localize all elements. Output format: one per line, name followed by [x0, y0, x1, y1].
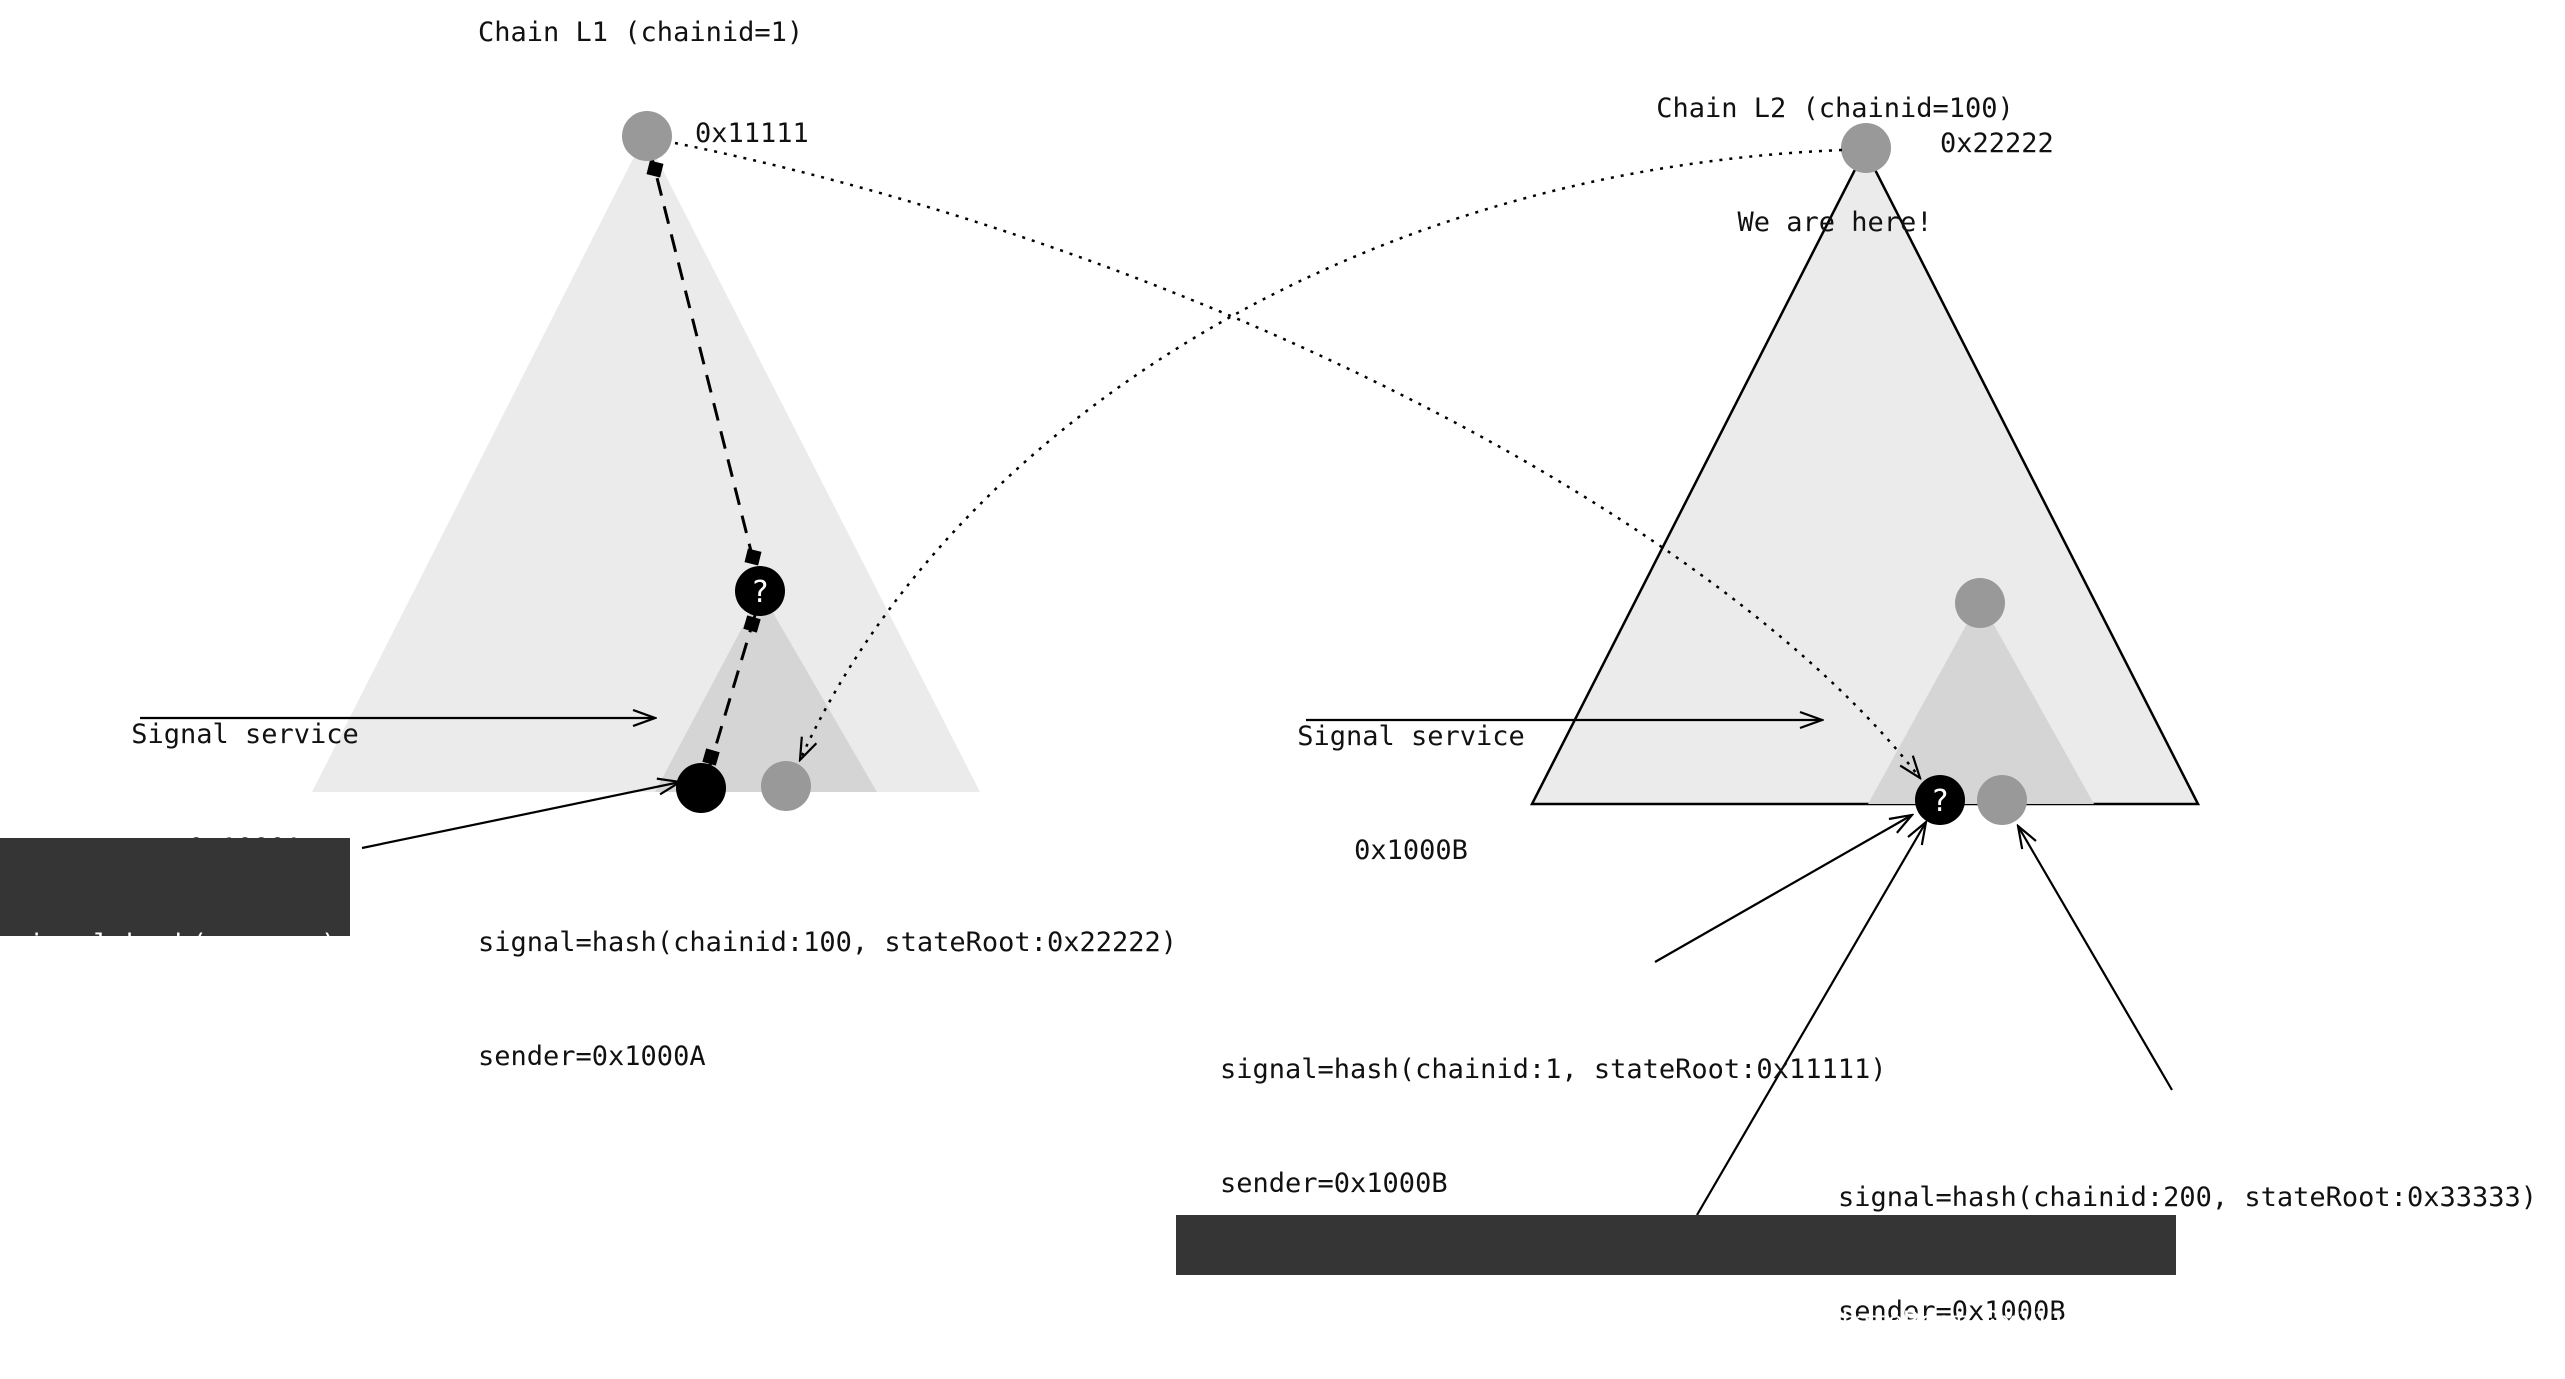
l2-signal-a-label: signal=hash(chainid:1, stateRoot:0x11111…: [1220, 975, 1886, 1241]
l2-subtree-root-node: [1955, 578, 2005, 628]
sync-curve-l1-to-l2: [674, 141, 1920, 778]
l2-signal-service-address: 0x1000B: [1354, 835, 1468, 866]
l1-proof-marker: [646, 160, 664, 178]
l2-signal-a-line2: sender=0x1000B: [1220, 1168, 1448, 1199]
l2-signal-subtree: [1868, 600, 2094, 804]
l2-root-label: 0x22222: [1940, 128, 2054, 159]
l2-query-box: isMessageSent(0x1000B, hash(chainid:1, s…: [1176, 1215, 2176, 1337]
l1-proof-path: [648, 149, 757, 568]
l2-signal-b-line1: signal=hash(chainid:200, stateRoot:0x333…: [1838, 1182, 2537, 1213]
l2-root-node: [1841, 123, 1891, 173]
l1-signal-service-name: Signal service: [131, 719, 359, 750]
l2-signal-a-arrow: [1654, 815, 1912, 963]
l1-root-node: [622, 111, 672, 161]
l1-unknown-node: [735, 566, 785, 616]
l1-title: Chain L1 (chainid=1): [478, 17, 804, 48]
l1-state-signal-line1: signal=hash(chainid:100, stateRoot:0x222…: [478, 927, 1177, 958]
l1-state-signal-label: signal=hash(chainid:100, stateRoot:0x222…: [478, 848, 1177, 1114]
l1-unknown-glyph: ?: [751, 575, 769, 610]
l2-state-tree: [1529, 147, 2201, 806]
l2-signal-node: [1977, 775, 2027, 825]
l1-proof-marker: [744, 548, 762, 566]
l2-signal-service-label: Signal service 0x1000B: [1276, 642, 1546, 908]
l2-unknown-glyph: ?: [1931, 784, 1949, 819]
l2-subtitle: We are here!: [1737, 207, 1933, 238]
l2-title-block: Chain L2 (chainid=100) We are here!: [1580, 14, 2090, 280]
l2-query-arrow: [1696, 822, 1926, 1216]
l1-proof-marker: [702, 748, 720, 766]
l1-state-signal-line2: sender=0x1000A: [478, 1041, 706, 1072]
l1-app-signal-box: signal=hash(message) sender=some app: [0, 838, 350, 1074]
l1-app-signal-line1: signal=hash(message): [12, 929, 338, 960]
l2-signal-b-arrow: [2018, 826, 2173, 1091]
l1-app-signal-line2: sender=some app: [12, 1043, 256, 1074]
l2-query-text: isMessageSent(0x1000B, hash(chainid:1, s…: [1188, 1306, 2131, 1337]
l2-title: Chain L2 (chainid=100): [1656, 93, 2014, 124]
l1-proof-marker: [743, 615, 761, 633]
l2-signal-a-line1: signal=hash(chainid:1, stateRoot:0x11111…: [1220, 1054, 1887, 1085]
l2-signal-service-name: Signal service: [1297, 721, 1525, 752]
l1-state-tree: [312, 135, 980, 792]
l1-signal-subtree: [655, 592, 877, 792]
l2-unknown-node: [1915, 775, 1965, 825]
l1-root-label: 0x11111: [695, 118, 809, 149]
l1-app-signal-arrow: [361, 782, 680, 850]
merkle-diagram: ? ?: [140, 111, 2201, 1216]
l1-state-signal-node: [761, 761, 811, 811]
l1-app-signal-node: [676, 763, 726, 813]
